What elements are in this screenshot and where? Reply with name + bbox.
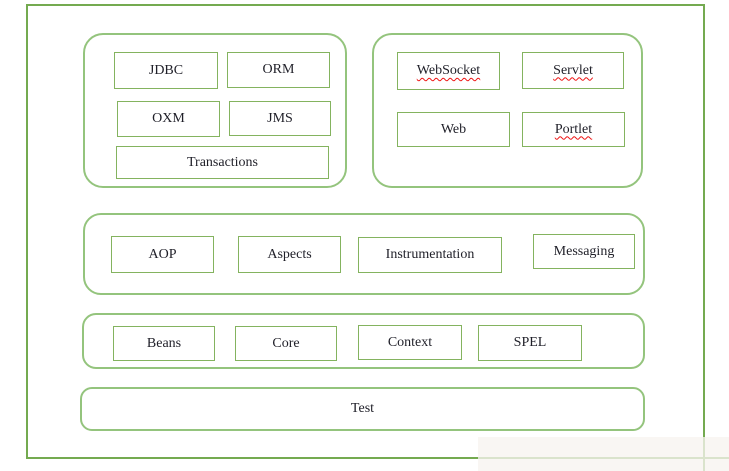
box-messaging: Messaging	[533, 234, 635, 269]
box-aop: AOP	[111, 236, 214, 273]
box-transactions-label: Transactions	[186, 154, 259, 170]
box-jdbc: JDBC	[114, 52, 218, 89]
box-beans-label: Beans	[146, 335, 182, 351]
box-portlet-label: Portlet	[554, 121, 593, 137]
box-websocket: WebSocket	[397, 52, 500, 90]
group-data-access	[83, 33, 347, 188]
box-web-label: Web	[440, 121, 467, 137]
box-websocket-label: WebSocket	[416, 63, 481, 78]
box-aspects-label: Aspects	[267, 246, 312, 262]
box-aop-label: AOP	[148, 246, 177, 262]
box-aspects: Aspects	[238, 236, 341, 273]
box-messaging-label: Messaging	[553, 243, 615, 259]
group-core	[82, 313, 645, 369]
box-spel-label: SPEL	[513, 335, 547, 350]
group-web	[372, 33, 643, 188]
box-test: Test	[80, 387, 645, 431]
box-instrumentation: Instrumentation	[358, 237, 502, 273]
box-instrumentation-label: Instrumentation	[385, 247, 475, 262]
outer-frame-bottom-border	[26, 457, 729, 459]
outer-frame-right-border	[703, 4, 705, 471]
box-core-label: Core	[272, 335, 300, 351]
box-web: Web	[397, 112, 510, 147]
box-spel: SPEL	[478, 325, 582, 361]
box-test-label: Test	[350, 401, 375, 416]
box-portlet: Portlet	[522, 112, 625, 147]
box-orm-label: ORM	[262, 62, 295, 77]
box-jms: JMS	[229, 101, 331, 136]
box-core: Core	[235, 326, 337, 361]
outer-frame-left-border	[26, 4, 28, 458]
box-context: Context	[358, 325, 462, 360]
box-servlet-label: Servlet	[553, 62, 593, 78]
box-orm: ORM	[227, 52, 330, 88]
box-oxm: OXM	[117, 101, 220, 137]
box-context-label: Context	[387, 334, 433, 350]
watermark-overlay	[478, 437, 729, 471]
outer-frame-top-border	[26, 4, 705, 6]
group-test	[80, 387, 645, 431]
box-transactions: Transactions	[116, 146, 329, 179]
box-beans: Beans	[113, 326, 215, 361]
group-aop	[83, 213, 645, 295]
box-jdbc-label: JDBC	[148, 62, 184, 78]
box-servlet: Servlet	[522, 52, 624, 89]
box-jms-label: JMS	[267, 110, 293, 126]
box-oxm-label: OXM	[152, 111, 185, 126]
